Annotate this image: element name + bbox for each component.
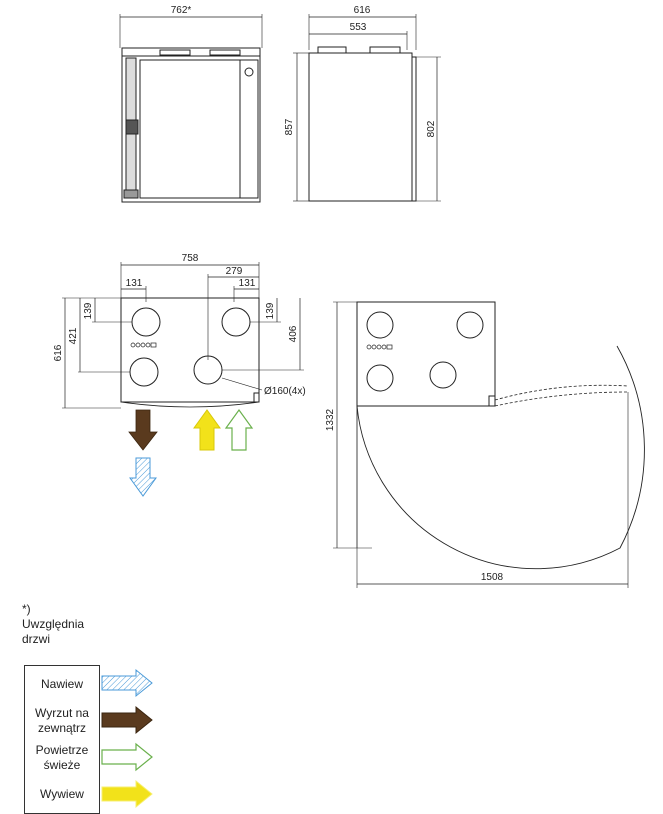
flow-arrows xyxy=(128,408,254,497)
legend-item-fresh-air: Powietrze świeże xyxy=(24,739,154,777)
legend-item-extract: Wywiew xyxy=(24,776,154,814)
dim-side-height: 802 xyxy=(426,120,437,137)
dim-front-height: 857 xyxy=(284,118,295,135)
dim-top-span-right: 406 xyxy=(288,325,299,342)
legend-label: Powietrze świeże xyxy=(24,739,100,777)
legend-item-supply: Nawiew xyxy=(24,665,154,703)
exhaust-arrow-icon xyxy=(128,409,158,451)
side-view xyxy=(293,14,441,202)
extract-arrow-icon xyxy=(193,409,221,451)
clearance-view xyxy=(333,301,645,588)
dim-top-width: 758 xyxy=(182,253,199,264)
legend-label: Wyrzut na zewnątrz xyxy=(24,702,100,740)
dim-front-width: 762* xyxy=(171,5,192,16)
legend: Nawiew Wyrzut na zewnątrz Powietrze świe… xyxy=(24,665,154,814)
hatched-arrow-icon xyxy=(101,668,153,698)
dim-top-offset-right: 279 xyxy=(226,266,243,277)
dim-spigot-diameter: Ø160(4x) xyxy=(264,386,306,397)
fresh-air-arrow-icon xyxy=(224,408,254,451)
technical-drawing: 762* 616 553 857 802 758 279 131 131 616… xyxy=(53,5,645,588)
dim-top-row-left: 139 xyxy=(83,302,94,319)
dim-side-total-width: 616 xyxy=(354,5,371,16)
dim-side-inner-width: 553 xyxy=(350,22,367,33)
front-view xyxy=(119,14,263,203)
legend-label: Nawiew xyxy=(24,665,100,703)
dim-top-span-left: 421 xyxy=(68,327,79,344)
dim-top-right-spigot: 131 xyxy=(239,278,256,289)
supply-arrow-icon xyxy=(129,457,157,497)
dim-top-left-spigot: 131 xyxy=(126,278,143,289)
yellow-arrow-icon xyxy=(101,779,153,809)
green-outline-arrow-icon xyxy=(101,742,153,772)
legend-item-exhaust: Wyrzut na zewnątrz xyxy=(24,702,154,740)
dim-top-row-right: 139 xyxy=(265,302,276,319)
legend-label: Wywiew xyxy=(24,776,100,814)
dim-clearance-depth: 1332 xyxy=(325,408,336,431)
solid-brown-arrow-icon xyxy=(101,705,153,735)
footnote-text: Uwzględnia drzwi xyxy=(22,617,85,646)
footnote: *) Uwzględnia drzwi xyxy=(22,602,102,647)
top-view xyxy=(62,262,304,409)
footnote-mark: *) xyxy=(22,602,31,616)
dim-clearance-width: 1508 xyxy=(481,572,504,583)
dim-top-depth: 616 xyxy=(53,344,64,361)
